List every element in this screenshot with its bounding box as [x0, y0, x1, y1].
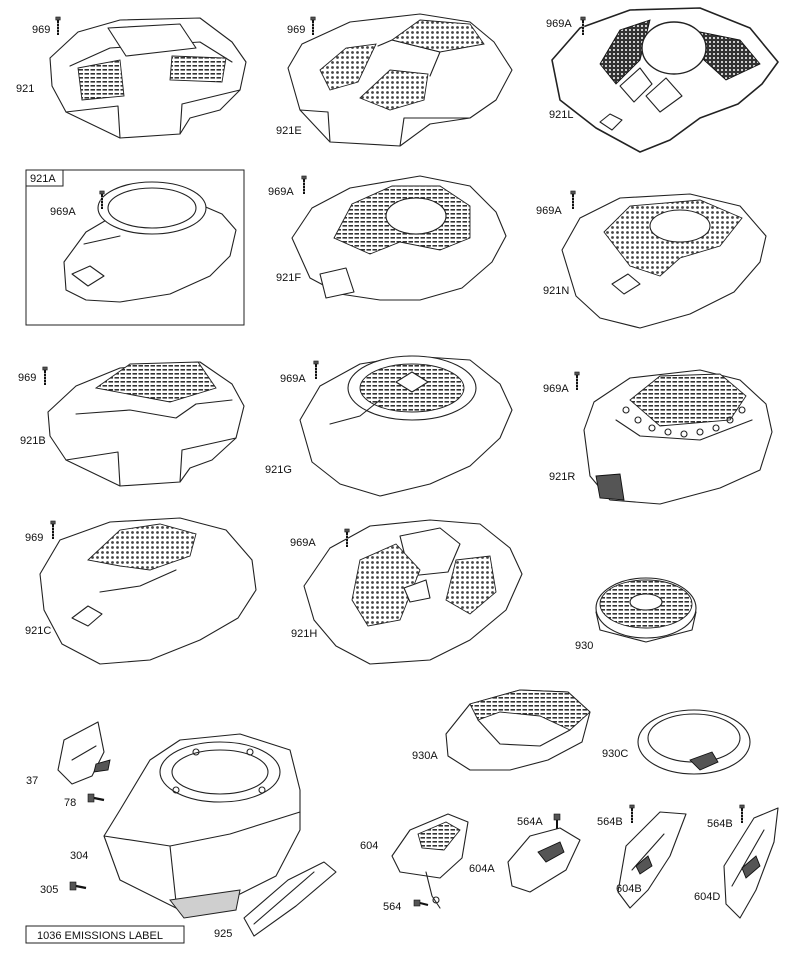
label-921b: 921B — [20, 435, 46, 447]
part-304-blower-housing — [103, 733, 301, 919]
part-37-guard — [57, 721, 111, 785]
label-969a: 969A — [50, 206, 76, 218]
part-921b-cover — [47, 361, 245, 487]
part-604a-deflector — [507, 827, 581, 893]
label-969a: 969A — [280, 373, 306, 385]
label-604d: 604D — [694, 891, 720, 903]
label-604a: 604A — [469, 863, 495, 875]
label-604: 604 — [360, 840, 378, 852]
label-304: 304 — [70, 850, 88, 862]
part-604-bracket — [391, 813, 469, 909]
part-921r-cover — [583, 369, 773, 505]
label-921: 921 — [16, 83, 34, 95]
part-921f-cover — [291, 175, 507, 301]
screw-icon — [738, 804, 746, 824]
part-921a-kit-box — [25, 169, 245, 326]
label-564b: 564B — [707, 818, 733, 830]
label-969: 969 — [18, 372, 36, 384]
label-564: 564 — [383, 901, 401, 913]
label-564a: 564A — [517, 816, 543, 828]
part-921a-kit-tab — [25, 169, 64, 187]
part-921-cover — [49, 17, 247, 139]
screw-icon — [312, 360, 320, 380]
part-930-screen — [595, 577, 697, 643]
label-37: 37 — [26, 775, 38, 787]
label-921e: 921E — [276, 125, 302, 137]
label-930c: 930C — [602, 748, 628, 760]
label-969a: 969A — [543, 383, 569, 395]
label-921g: 921G — [265, 464, 292, 476]
label-969a: 969A — [290, 537, 316, 549]
part-930c-ring — [637, 709, 751, 775]
part-604d-deflector — [723, 807, 779, 919]
screw-icon — [573, 371, 581, 391]
part-921h-cover — [303, 519, 523, 665]
part-925-cover — [243, 861, 337, 937]
label-921f: 921F — [276, 272, 301, 284]
label-921r: 921R — [549, 471, 575, 483]
label-930: 930 — [575, 640, 593, 652]
label-78: 78 — [64, 797, 76, 809]
part-921g-cover — [299, 355, 513, 497]
label-925: 925 — [214, 928, 232, 940]
label-564b: 564B — [597, 816, 623, 828]
screw-icon — [309, 16, 317, 36]
label-969: 969 — [32, 24, 50, 36]
label-969a: 969A — [536, 205, 562, 217]
screw-icon — [413, 899, 429, 907]
label-969: 969 — [287, 24, 305, 36]
bolt-icon — [69, 881, 87, 891]
label-930a: 930A — [412, 750, 438, 762]
screw-icon — [300, 175, 308, 195]
screw-icon — [49, 520, 57, 540]
label-305: 305 — [40, 884, 58, 896]
label-921c: 921C — [25, 625, 51, 637]
label-969a: 969A — [268, 186, 294, 198]
screw-icon — [54, 16, 62, 36]
label-921a: 921A — [30, 173, 56, 185]
part-930a-shroud — [445, 689, 591, 771]
part-921c-cover — [39, 517, 257, 665]
screw-icon — [553, 813, 561, 830]
part-921e-cover — [287, 13, 513, 147]
part-921l-cover — [551, 7, 779, 153]
label-969: 969 — [25, 532, 43, 544]
bolt-icon — [87, 793, 105, 803]
screw-icon — [628, 804, 636, 824]
label-921h: 921H — [291, 628, 317, 640]
part-921n-cover — [561, 193, 767, 329]
part-921a-cover — [63, 181, 237, 303]
label-604b: 604B — [616, 883, 642, 895]
label-969a: 969A — [546, 18, 572, 30]
screw-icon — [41, 366, 49, 386]
emissions-label-box — [25, 925, 185, 944]
screw-icon — [569, 190, 577, 210]
label-emissions: 1036 EMISSIONS LABEL — [37, 930, 163, 942]
label-921l: 921L — [549, 109, 573, 121]
part-604b-deflector — [617, 811, 687, 909]
label-921n: 921N — [543, 285, 569, 297]
